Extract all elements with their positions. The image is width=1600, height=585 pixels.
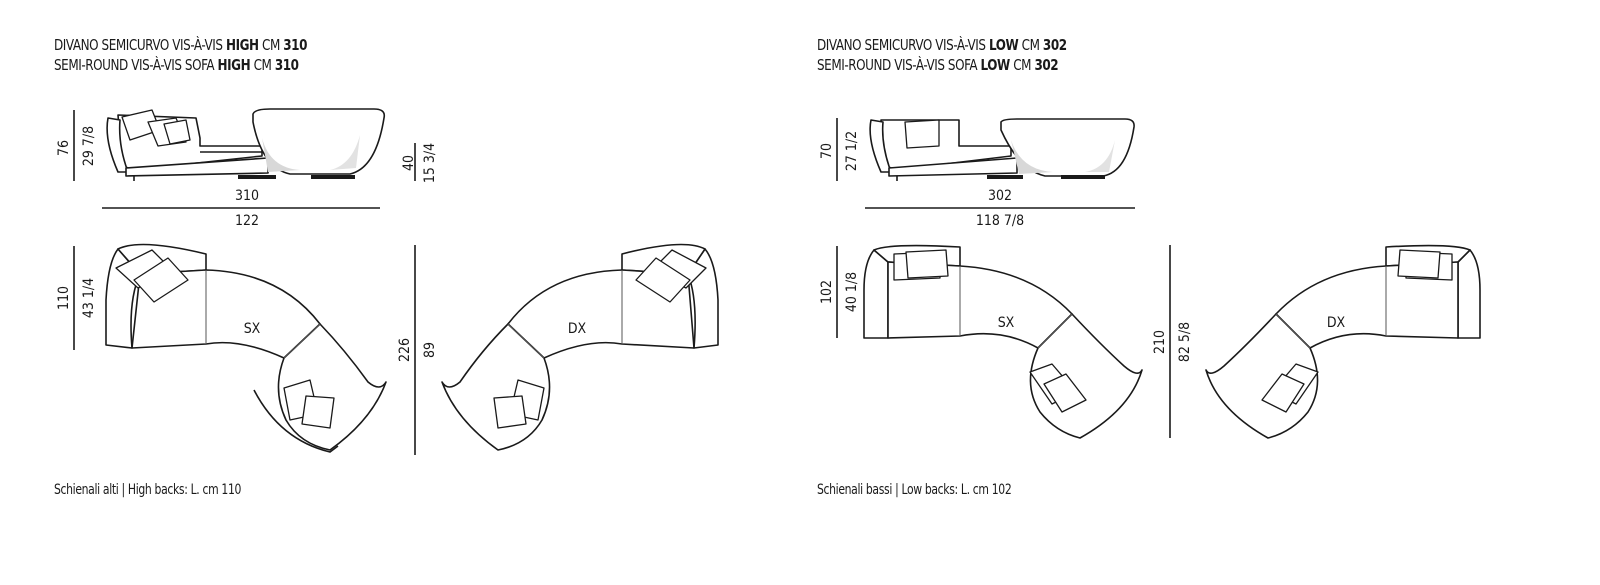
label-sx: SX (998, 315, 1015, 331)
height-cm: 70 (819, 143, 835, 159)
technical-drawing: 70 27 1/2 302 118 7/8 102 40 1/8 210 82 … (819, 118, 1481, 439)
span-inch: 89 (422, 342, 438, 358)
length-inch: 118 7/8 (976, 213, 1024, 229)
label-dx: DX (568, 321, 587, 337)
label-dx: DX (1327, 315, 1346, 331)
panel-caption: Schienali alti | High backs: L. cm 110 (54, 482, 242, 498)
plan-left-sx: SX (863, 244, 1143, 439)
height-inch: 27 1/2 (844, 131, 860, 171)
technical-drawing: 76 29 7/8 40 15 3/4 310 122 110 43 1/4 2… (56, 108, 719, 455)
length-cm: 302 (988, 188, 1012, 204)
side-elevation (869, 118, 1135, 181)
length-inch: 122 (235, 213, 259, 229)
plan-right-dx: DX (1205, 244, 1481, 439)
span-cm: 210 (1152, 330, 1168, 354)
panel-high-backs: DIVANO SEMICURVO VIS-À-VIS HIGH CM 310 S… (54, 36, 719, 498)
depth-cm: 102 (819, 280, 835, 304)
height-cm: 76 (56, 140, 72, 156)
plan-left-sx: SX (105, 243, 387, 453)
title-english: SEMI-ROUND VIS-À-VIS SOFA HIGH CM 310 (54, 55, 299, 74)
depth-cm: 110 (56, 286, 72, 310)
seat-cm: 40 (401, 155, 417, 171)
left-base (238, 175, 276, 179)
span-inch: 82 5/8 (1177, 322, 1193, 362)
depth-inch: 43 1/4 (81, 278, 97, 318)
left-base (987, 175, 1023, 179)
right-base (1061, 175, 1105, 179)
length-cm: 310 (235, 188, 259, 204)
side-elevation (106, 108, 386, 181)
depth-inch: 40 1/8 (844, 272, 860, 312)
seat-inch: 15 3/4 (422, 143, 438, 183)
plan-right-dx: DX (441, 243, 719, 451)
label-sx: SX (244, 321, 261, 337)
height-inch: 29 7/8 (81, 126, 97, 166)
span-cm: 226 (397, 338, 413, 362)
title-italian: DIVANO SEMICURVO VIS-À-VIS LOW CM 302 (817, 36, 1067, 54)
panel-caption: Schienali bassi | Low backs: L. cm 102 (817, 482, 1012, 498)
panel-low-backs: DIVANO SEMICURVO VIS-À-VIS LOW CM 302 SE… (790, 0, 1590, 585)
right-base (311, 175, 355, 179)
panel-title: DIVANO SEMICURVO VIS-À-VIS HIGH CM 310 S… (54, 36, 307, 75)
title-english: SEMI-ROUND VIS-À-VIS SOFA LOW CM 302 (817, 55, 1059, 74)
panel-title: DIVANO SEMICURVO VIS-À-VIS LOW CM 302 SE… (817, 36, 1067, 75)
title-italian: DIVANO SEMICURVO VIS-À-VIS HIGH CM 310 (54, 36, 308, 54)
